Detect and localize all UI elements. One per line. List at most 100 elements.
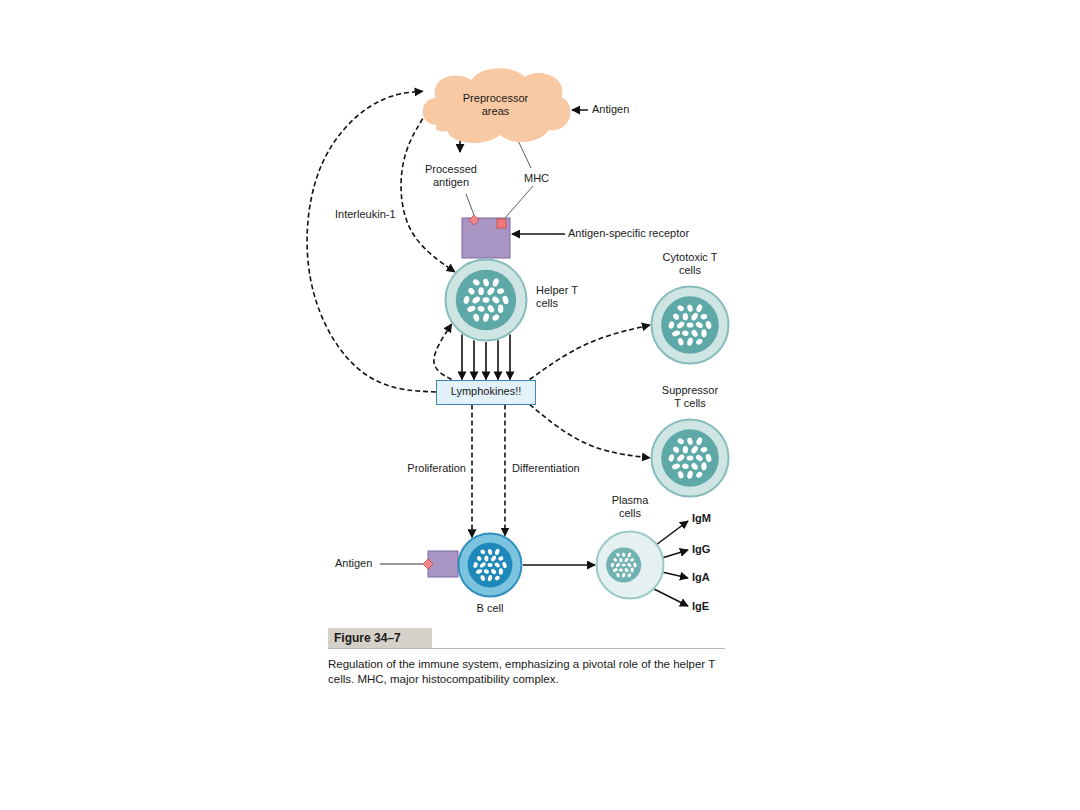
cell-label: Cytotoxic T cells [658, 251, 722, 277]
proliferation-connector [471, 405, 473, 538]
chromatin-blob [683, 313, 688, 320]
chromatin-blob [622, 552, 626, 557]
receptor-label: Antigen-specific receptor [568, 227, 689, 240]
chromatin-blob [681, 463, 689, 470]
immunoglobulin-label: IgM [692, 512, 711, 525]
activation-connector [530, 405, 650, 459]
chromatin-blob [701, 329, 706, 337]
cell-drawing [650, 285, 730, 365]
node-text: Lymphokines!! [451, 385, 522, 398]
activation-connector [530, 325, 650, 380]
immunoglobulin-label: IgA [692, 571, 710, 584]
chromatin-blob [497, 288, 505, 295]
lymphokine-box: Lymphokines!! [436, 380, 536, 405]
chromatin-blob [480, 575, 486, 582]
chromatin-blob [482, 313, 490, 323]
chromatin-blob [479, 561, 487, 568]
antigen-marker [423, 559, 433, 569]
cell-membrane [459, 534, 522, 597]
chromatin-blob [472, 278, 481, 287]
chromatin-blob [695, 321, 704, 330]
chromatin-blob [619, 558, 622, 563]
chromatin-blob [627, 562, 633, 567]
ig-arrow [662, 572, 688, 578]
cell-drawing [457, 532, 523, 598]
chromatin-blob [482, 297, 489, 302]
b-cell: B cell [457, 532, 523, 598]
chromatin-blob [668, 321, 675, 330]
chromatin-blob [463, 295, 470, 304]
chromatin-blob [490, 555, 497, 563]
chromatin-blob [473, 562, 478, 569]
chromatin-blob [690, 462, 699, 471]
chromatin-blob [687, 455, 694, 460]
chromatin-blob [630, 558, 635, 562]
chromatin-blob [686, 304, 693, 313]
chromatin-blob [502, 295, 510, 305]
chromatin-blob [487, 563, 492, 567]
chromatin-blob [483, 569, 489, 574]
suppressor-t-cell: Suppressor T cells [650, 418, 730, 498]
lymphokine-arrow [461, 334, 463, 379]
chromatin-blob [668, 454, 675, 463]
antigen-marker [469, 215, 479, 225]
chromatin-blob [613, 557, 618, 562]
chromatin-blob [612, 568, 618, 573]
chromatin-blob [686, 437, 693, 446]
figure-caption: Regulation of the immune system, emphasi… [328, 657, 728, 687]
cell-nucleus [661, 296, 719, 354]
immunoglobulin-label: IgG [692, 543, 710, 556]
chromatin-blob [695, 437, 703, 446]
chromatin-blob [621, 572, 625, 578]
feedback-connector [434, 324, 452, 379]
feedback-connector [307, 91, 436, 392]
chromatin-blob [695, 338, 703, 346]
helper-t-cell: Helper T cells [444, 258, 528, 342]
chromatin-blob [677, 337, 685, 346]
antigen-arrow [572, 109, 588, 111]
lymphokine-arrow [473, 340, 475, 379]
lymphokine-arrow [497, 340, 499, 379]
chromatin-blob [498, 304, 503, 313]
cell-drawing [595, 530, 665, 600]
chromatin-blob [610, 562, 614, 567]
chromatin-blob [616, 572, 621, 577]
chromatin-blob [695, 454, 704, 463]
chromatin-blob [687, 322, 694, 327]
chromatin-blob [486, 304, 495, 314]
antigen-label: Antigen [335, 557, 372, 570]
chromatin-blob [487, 574, 493, 581]
interleukin-label: Interleukin-1 [334, 208, 397, 221]
chromatin-blob [472, 313, 480, 322]
chromatin-blob [467, 287, 476, 296]
chromatin-blob [476, 555, 482, 562]
chromatin-blob [624, 567, 629, 573]
cytotoxic-t-cell: Cytotoxic T cells [650, 285, 730, 365]
receptor-arrow [512, 233, 565, 235]
cloud-outline [423, 68, 571, 143]
chromatin-blob [701, 462, 706, 470]
chromatin-blob [494, 575, 501, 581]
plasma-cell: Plasma cells [595, 530, 665, 600]
cell-drawing [650, 418, 730, 498]
differentiation-connector [504, 405, 506, 536]
chromatin-blob [695, 471, 703, 479]
chromatin-blob [486, 286, 496, 296]
chromatin-blob [700, 446, 708, 453]
chromatin-blob [631, 568, 634, 573]
chromatin-blob [700, 313, 708, 320]
cell-label: B cell [457, 602, 523, 615]
chromatin-blob [671, 329, 680, 337]
chromatin-blob [624, 557, 630, 563]
chromatin-blob [676, 320, 686, 329]
chromatin-blob [498, 556, 504, 561]
immunoglobulin-label: IgE [692, 600, 709, 613]
chromatin-blob [690, 329, 699, 338]
chromatin-blob [479, 549, 486, 555]
chromatin-blob [615, 562, 621, 568]
cell-membrane [597, 532, 664, 599]
leader-line [466, 194, 474, 215]
chromatin-blob [494, 548, 500, 555]
cell-label: Helper T cells [536, 284, 580, 310]
